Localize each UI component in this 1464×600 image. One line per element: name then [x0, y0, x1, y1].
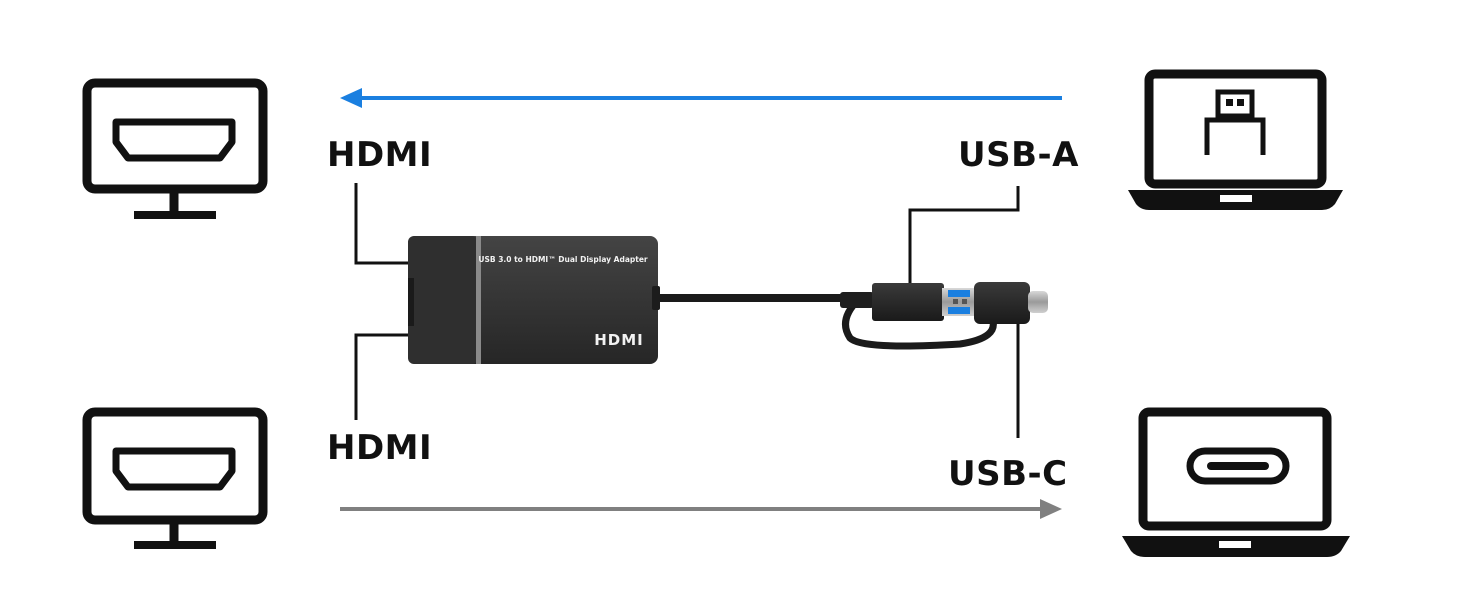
label-hdmi-bottom: HDMI: [327, 428, 433, 468]
device-hdmi-logo: HDMI: [594, 331, 644, 349]
monitor-hdmi-icon: [82, 407, 268, 549]
monitor-hdmi-icon: [82, 78, 268, 219]
device-product-text: USB 3.0 to HDMI™ Dual Display Adapter: [478, 255, 648, 264]
label-usb-c: USB-C: [948, 454, 1068, 494]
laptop-usb-a-icon: [1128, 69, 1343, 210]
leader-lines: [354, 183, 1020, 438]
adapter-cable: [653, 294, 997, 350]
arrow-to-usb-c: [340, 499, 1062, 519]
usb-a-plug: [840, 283, 974, 321]
label-usb-a: USB-A: [958, 135, 1079, 175]
laptop-usb-c-icon: [1122, 407, 1350, 557]
arrow-to-hdmi-top: [340, 88, 1062, 108]
adapter-device: USB 3.0 to HDMI™ Dual Display Adapter HD…: [408, 236, 660, 364]
usb-c-plug: [974, 282, 1048, 324]
label-hdmi-top: HDMI: [327, 135, 433, 175]
